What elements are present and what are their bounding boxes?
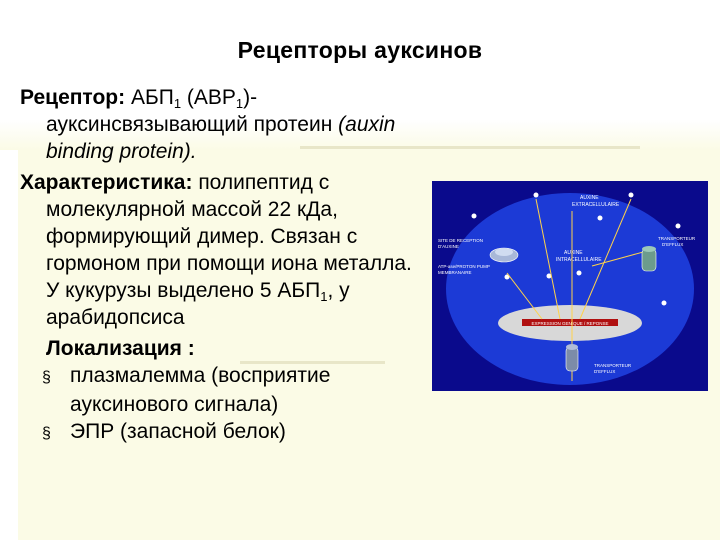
receptor-top-icon: [495, 248, 513, 256]
expression-bar: [522, 319, 618, 326]
divider-line-middle: [240, 361, 385, 364]
characteristic-label: Характеристика:: [20, 171, 193, 194]
auxin-dot: [661, 300, 667, 306]
characteristic-subscript: 1: [320, 289, 328, 304]
receptor-subscript-1: 1: [173, 96, 182, 111]
receptor-subscript-2: 1: [235, 96, 244, 111]
carrier-body-icon: [641, 248, 657, 272]
auxin-dot: [675, 223, 681, 229]
characteristic-paragraph: Характеристика: полипептид с молекулярно…: [20, 169, 420, 331]
receptor-label: Рецептор:: [20, 86, 126, 109]
receptor-english: (auxin binding protein).: [46, 113, 396, 163]
localization-label: Локализация :: [46, 337, 195, 360]
site-label-2: D'AUXINE: [438, 244, 459, 249]
site-label-1: SITE DE RECEPTION: [438, 238, 483, 243]
carrier-top-icon: [642, 246, 656, 252]
slide-title: Рецепторы ауксинов: [237, 37, 483, 63]
auxin-dot: [504, 274, 510, 280]
bullet-item: § ЭПР (запасной белок): [20, 418, 420, 447]
receptor-abp-en-close: )-: [243, 86, 258, 109]
auxin-dot: [576, 270, 582, 276]
efflux-carrier-icon: [641, 246, 657, 272]
transport-out-label-2: D'EFFLUX: [662, 242, 683, 247]
auxin-dot: [471, 213, 477, 219]
bar-label: EXPRESSION GENIQUE / REPONSE: [531, 321, 608, 326]
auxin-molecules: [471, 192, 681, 306]
arrow-line: [535, 198, 561, 320]
bullet-text: ЭПР (запасной белок): [70, 420, 286, 443]
slide-body: Рецептор: АБП1 (ABP1)- ауксинсвязывающий…: [20, 84, 420, 447]
characteristic-text: полипептид с молекулярной массой 22 кДа,…: [46, 171, 412, 302]
receptor-abp-en-open: (ABP: [186, 86, 236, 109]
bullet-item: § плазмалемма (восприятие ауксинового сиг…: [20, 362, 420, 418]
intracellular-carrier-icon: [565, 344, 579, 372]
divider-line-top: [300, 146, 640, 149]
localization-heading: Локализация :: [20, 335, 420, 362]
atpase-label-1: ATP-ase/PROTON PUMP: [438, 264, 490, 269]
receptor-paragraph: Рецептор: АБП1 (ABP1)- ауксинсвязывающий…: [20, 84, 420, 165]
intracellular-body-icon: [565, 346, 579, 372]
bullet-mark: §: [42, 369, 51, 386]
transport-in-label-1: TRANSPORTEUR: [594, 363, 632, 368]
auxin-intra-label-1: AUXINE: [564, 250, 583, 256]
cell-ellipse: [446, 193, 694, 385]
receptor-description: ауксинсвязывающий протеин: [46, 113, 333, 136]
bullet-mark: §: [42, 425, 51, 442]
auxin-intra-label-2: INTRACELLULAIRE: [556, 257, 602, 263]
slide-background-top: [0, 0, 720, 150]
membrane-receptor-icon: [489, 247, 519, 263]
receptor-abp: АБП: [130, 86, 174, 109]
arrow-line: [506, 272, 543, 320]
auxin-dot: [546, 273, 552, 279]
transport-out-label-1: TRANSPORTEUR: [658, 236, 696, 241]
transport-in-label-2: D'EFFLUX: [594, 369, 615, 374]
arrow-line: [579, 198, 632, 320]
atpase-label-2: MEMBRANAIRE: [438, 270, 472, 275]
bullet-text: плазмалемма (восприятие ауксинового сигн…: [70, 364, 331, 416]
auxin-dot: [628, 192, 634, 198]
auxin-dot: [533, 192, 539, 198]
diagram-svg: EXPRESSION GENIQUE / REPONSE AUXINE EXTR…: [438, 192, 696, 385]
intracellular-top-icon: [566, 344, 578, 350]
auxin-extra-label-2: EXTRACELLULAIRE: [572, 202, 620, 208]
auxin-dot: [597, 215, 603, 221]
auxin-receptor-diagram: EXPRESSION GENIQUE / REPONSE AUXINE EXTR…: [432, 181, 708, 391]
auxin-extra-label-1: AUXINE: [580, 195, 599, 201]
characteristic-text-end: , у арабидопсиса: [46, 279, 350, 329]
